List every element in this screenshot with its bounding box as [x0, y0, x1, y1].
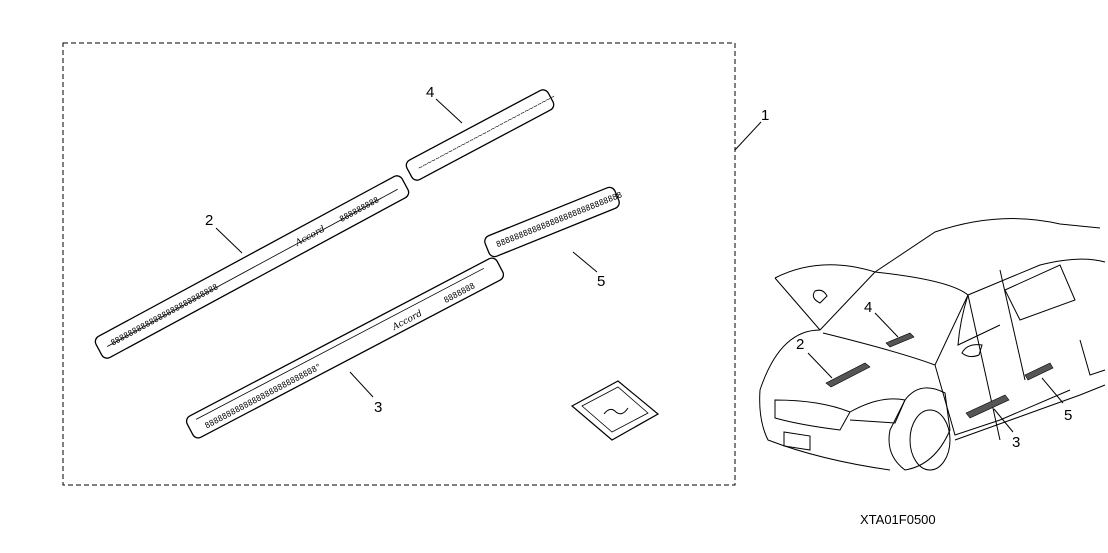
callout-1: 1: [761, 107, 769, 124]
car-plate-3-marker: [965, 394, 1010, 419]
plate5-dots: 8888888888888888888888888888: [495, 190, 624, 249]
scuff-plate-5[interactable]: 8888888888888888888888888888: [483, 184, 626, 259]
car-plate-4-marker: [885, 332, 915, 348]
car-illustration: [759, 218, 1106, 471]
car-plate-2-marker: [825, 362, 871, 388]
callout-4: 4: [426, 84, 434, 101]
scuff-plate-3[interactable]: 88888888888888888888888888° Accord 88888…: [184, 256, 505, 440]
figure-code: XTA01F0500: [860, 512, 936, 527]
plate3-dots: 88888888888888888888888888°: [203, 362, 322, 430]
car-callout-3: 3: [1012, 434, 1020, 451]
car-callout-2: 2: [796, 336, 804, 353]
car-plate-5-marker: [1024, 362, 1054, 381]
plate2-dots: 8888888888888888888888888: [109, 282, 219, 347]
car-callout-5: 5: [1064, 407, 1072, 424]
callout-leaders: [215, 98, 762, 398]
instruction-package[interactable]: [570, 380, 660, 441]
car-plate-markers: [825, 332, 1054, 419]
car-callout-leaders: [807, 312, 1064, 433]
kit-boundary: [62, 42, 736, 486]
callout-2: 2: [205, 212, 213, 229]
callout-3: 3: [374, 399, 382, 416]
car-callout-4: 4: [864, 299, 872, 316]
plate4-dots: ~~~~~~~~~~~~~~~~~~~~~~~~~~~~~~~~: [416, 92, 556, 172]
callout-5: 5: [597, 273, 605, 290]
